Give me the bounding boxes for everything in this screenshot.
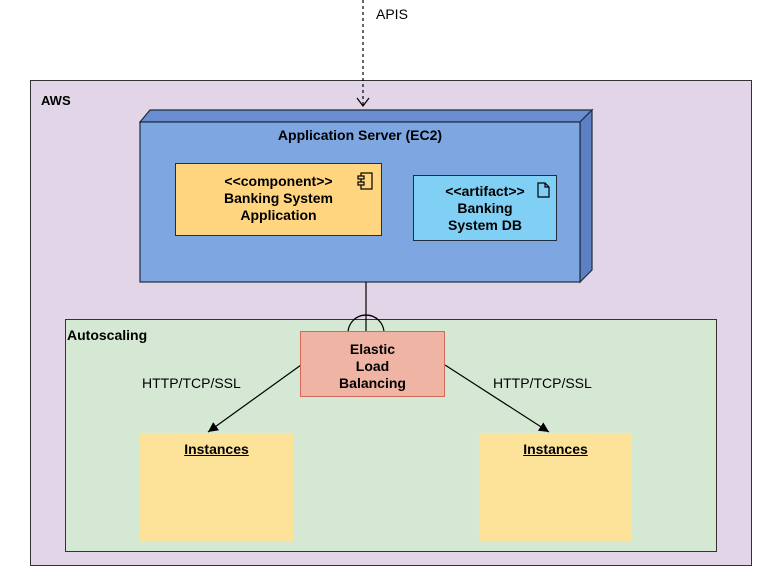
elb-line2: Load xyxy=(355,358,390,374)
component-box: <<component>> Banking System Application xyxy=(175,163,382,236)
elastic-load-balancing-box: Elastic Load Balancing xyxy=(300,331,445,397)
instances-box-left: Instances xyxy=(140,433,293,541)
protocol-label-left: HTTP/TCP/SSL xyxy=(142,375,241,391)
uml-component-icon xyxy=(357,172,373,190)
autoscaling-label: Autoscaling xyxy=(67,327,148,343)
elb-line1: Elastic xyxy=(349,341,396,357)
elb-line3: Balancing xyxy=(339,375,406,391)
artifact-name-line2: System DB xyxy=(448,217,522,233)
instances-label-left: Instances xyxy=(184,441,249,457)
apis-label: APIS xyxy=(376,6,408,22)
instances-label-right: Instances xyxy=(523,441,588,457)
component-name-line2: Application xyxy=(240,207,317,223)
document-icon xyxy=(537,182,550,198)
artifact-name-line1: Banking xyxy=(457,200,513,216)
application-server-title: Application Server (EC2) xyxy=(277,127,443,143)
artifact-box: <<artifact>> Banking System DB xyxy=(413,175,557,241)
aws-label: AWS xyxy=(41,93,71,108)
artifact-stereotype: <<artifact>> xyxy=(445,183,525,199)
component-stereotype: <<component>> xyxy=(224,173,333,189)
protocol-label-right: HTTP/TCP/SSL xyxy=(493,375,592,391)
component-name-line1: Banking System xyxy=(224,190,333,206)
instances-box-right: Instances xyxy=(479,433,632,541)
